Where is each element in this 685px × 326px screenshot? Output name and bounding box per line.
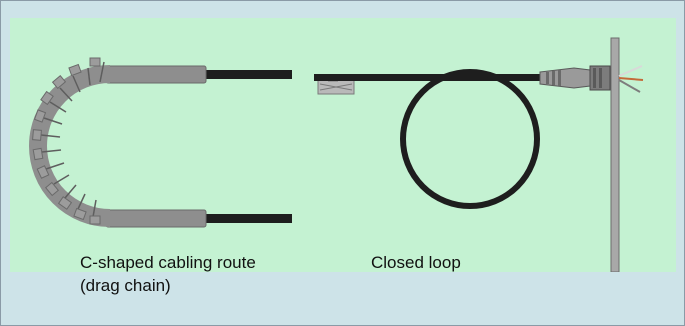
caption-drag-chain-line1: C-shaped cabling route — [80, 253, 256, 272]
loop-straight-cable — [314, 74, 542, 81]
photo-panel — [10, 18, 676, 272]
loop-circle — [400, 69, 540, 209]
caption-drag-chain: C-shaped cabling route (drag chain) — [80, 251, 256, 297]
mounting-plate — [610, 37, 620, 272]
drag-chain-upper-segment — [105, 65, 207, 84]
drag-chain-lower-cable — [200, 214, 292, 223]
drag-chain — [29, 57, 292, 228]
caption-drag-chain-line2: (drag chain) — [80, 276, 171, 295]
drag-chain-upper-cable — [200, 70, 292, 79]
closed-loop — [314, 37, 644, 272]
caption-closed-loop: Closed loop — [371, 253, 461, 272]
drag-chain-lower-segment — [105, 209, 207, 228]
cable-routing-illustration — [29, 37, 644, 272]
